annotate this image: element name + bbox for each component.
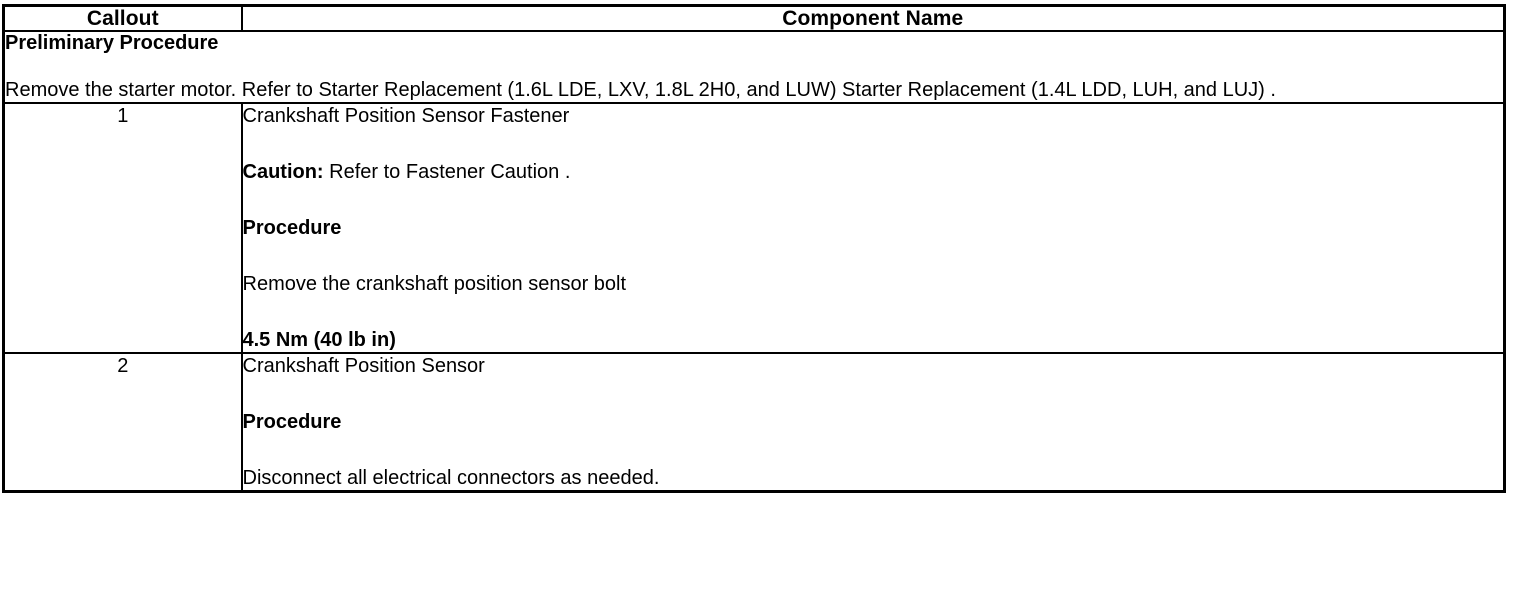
table-header-row: Callout Component Name bbox=[2, 4, 1506, 33]
caution-label: Caution: bbox=[242, 161, 324, 184]
table-body: Preliminary Procedure Remove the starter… bbox=[2, 30, 1506, 493]
table-row-preliminary: Preliminary Procedure Remove the starter… bbox=[2, 30, 1506, 105]
callout-number: 1 bbox=[2, 102, 243, 355]
procedure-label: Procedure bbox=[242, 411, 342, 434]
caution-note: Caution: Refer to Fastener Caution . bbox=[243, 160, 1504, 184]
component-description-cell: Crankshaft Position Sensor Procedure Dis… bbox=[240, 352, 1506, 493]
torque-specification: 4.5 Nm (40 lb in) bbox=[242, 329, 396, 352]
procedure-step-text: Disconnect all electrical connectors as … bbox=[242, 467, 660, 490]
procedure-label: Procedure bbox=[242, 217, 342, 240]
column-header-callout: Callout bbox=[2, 4, 243, 33]
preliminary-procedure-body: Remove the starter motor. Refer to Start… bbox=[5, 78, 1276, 101]
procedure-step-text: Remove the crankshaft position sensor bo… bbox=[242, 273, 627, 296]
component-title: Crankshaft Position Sensor Fastener bbox=[242, 105, 570, 128]
component-title: Crankshaft Position Sensor bbox=[242, 355, 485, 378]
table-header: Callout Component Name bbox=[2, 4, 1506, 33]
service-procedure-table: Callout Component Name Preliminary Proce… bbox=[2, 4, 1506, 494]
caution-text: Refer to Fastener Caution . bbox=[323, 161, 571, 184]
component-description-cell: Crankshaft Position Sensor Fastener Caut… bbox=[240, 102, 1506, 355]
preliminary-procedure-cell: Preliminary Procedure Remove the starter… bbox=[2, 30, 1506, 105]
column-header-component-name: Component Name bbox=[240, 4, 1506, 33]
preliminary-procedure-title: Preliminary Procedure bbox=[5, 32, 219, 55]
callout-number: 2 bbox=[2, 352, 243, 493]
table-row: 2 Crankshaft Position Sensor Procedure D… bbox=[2, 352, 1506, 493]
table-row: 1 Crankshaft Position Sensor Fastener Ca… bbox=[2, 102, 1506, 355]
